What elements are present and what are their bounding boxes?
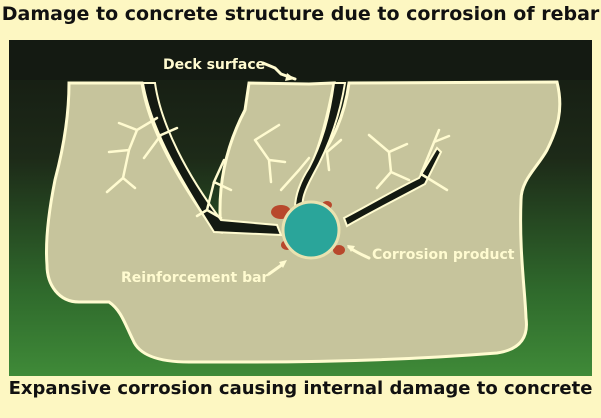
crack-left <box>141 82 283 237</box>
diagram-panel: Deck surface Corrosion product Reinforce… <box>9 40 592 376</box>
label-corrosion-product: Corrosion product <box>372 247 515 263</box>
figure-title: Damage to concrete structure due to corr… <box>1 3 600 25</box>
deck-band <box>9 40 592 80</box>
label-deck-surface: Deck surface <box>163 57 265 73</box>
crack-right <box>342 146 443 228</box>
arrow-heads <box>279 73 355 268</box>
label-reinforcement-bar: Reinforcement bar <box>121 270 269 286</box>
reinforcement-bar <box>281 200 341 260</box>
figure-caption: Expansive corrosion causing internal dam… <box>8 378 593 399</box>
fine-cracks <box>105 116 451 220</box>
